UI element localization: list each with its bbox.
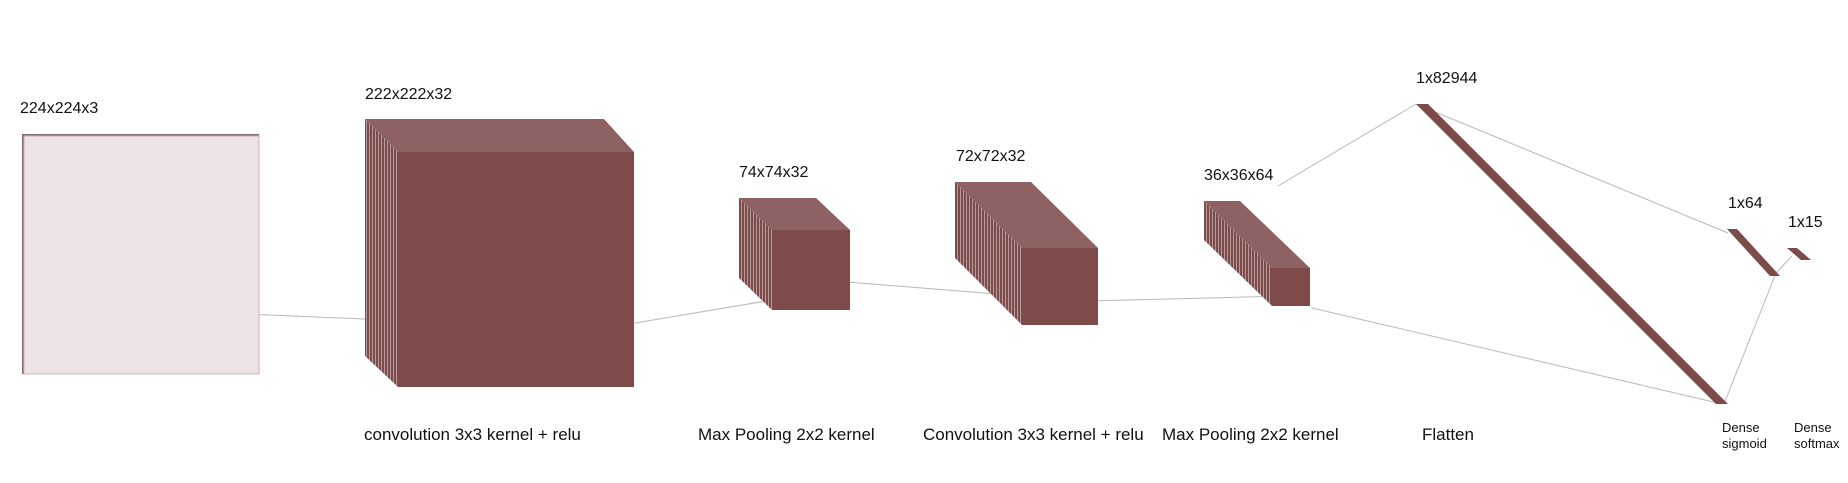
pool2-shape-label: 36x36x64	[1204, 167, 1273, 184]
conv2-block-side	[955, 182, 1022, 325]
dense1-shape-label: 1x64	[1728, 195, 1763, 212]
input-block-front	[23, 135, 260, 375]
conv2-operation-label: Convolution 3x3 kernel + relu	[923, 425, 1144, 444]
layer-pool2	[1204, 201, 1310, 306]
pool1-block-front	[772, 230, 850, 310]
conv1-shape-label: 222x222x32	[365, 86, 452, 103]
conv2-shape-label: 72x72x32	[956, 148, 1025, 165]
layer-flatten-bar	[1416, 104, 1728, 404]
conv2-block-top	[955, 182, 1098, 248]
pool2-operation-label: Max Pooling 2x2 kernel	[1162, 425, 1339, 444]
dense1-operation-label: Dense	[1722, 420, 1760, 435]
dense2-activation-label: softmax	[1794, 436, 1840, 451]
dense2-shape-label: 1x15	[1788, 214, 1823, 231]
pool2-block-front	[1272, 268, 1310, 306]
connector-line	[1723, 272, 1777, 405]
conv2-block-front	[1022, 248, 1098, 325]
conv1-block-top	[365, 119, 634, 152]
input-shape-label: 224x224x3	[20, 100, 98, 117]
dense2-operation-label: Dense	[1794, 420, 1832, 435]
layer-dense1-bar	[1727, 229, 1780, 276]
pool1-block-side	[739, 198, 772, 310]
dense1-activation-label: sigmoid	[1722, 436, 1767, 451]
conv1-operation-label: convolution 3x3 kernel + relu	[364, 425, 581, 444]
pool2-block-side	[1204, 201, 1272, 306]
flatten-shape-label: 1x82944	[1416, 70, 1477, 87]
layer-input	[22, 134, 260, 375]
connector-line	[1775, 255, 1793, 274]
layer-pool1	[739, 198, 850, 310]
layer-conv2	[955, 182, 1098, 325]
conv1-block-front	[398, 152, 634, 387]
layer-conv1	[365, 119, 634, 387]
pool1-operation-label: Max Pooling 2x2 kernel	[698, 425, 875, 444]
flatten-operation-label: Flatten	[1422, 425, 1474, 444]
connector-line	[1311, 307, 1723, 405]
connector-line	[1277, 103, 1417, 187]
connector-line	[1415, 103, 1729, 234]
layer-dense2-bar	[1787, 248, 1811, 260]
conv1-block-side	[365, 119, 398, 387]
pool1-shape-label: 74x74x32	[739, 164, 808, 181]
pool1-block-top	[739, 198, 850, 230]
pool2-block-top	[1204, 201, 1310, 268]
